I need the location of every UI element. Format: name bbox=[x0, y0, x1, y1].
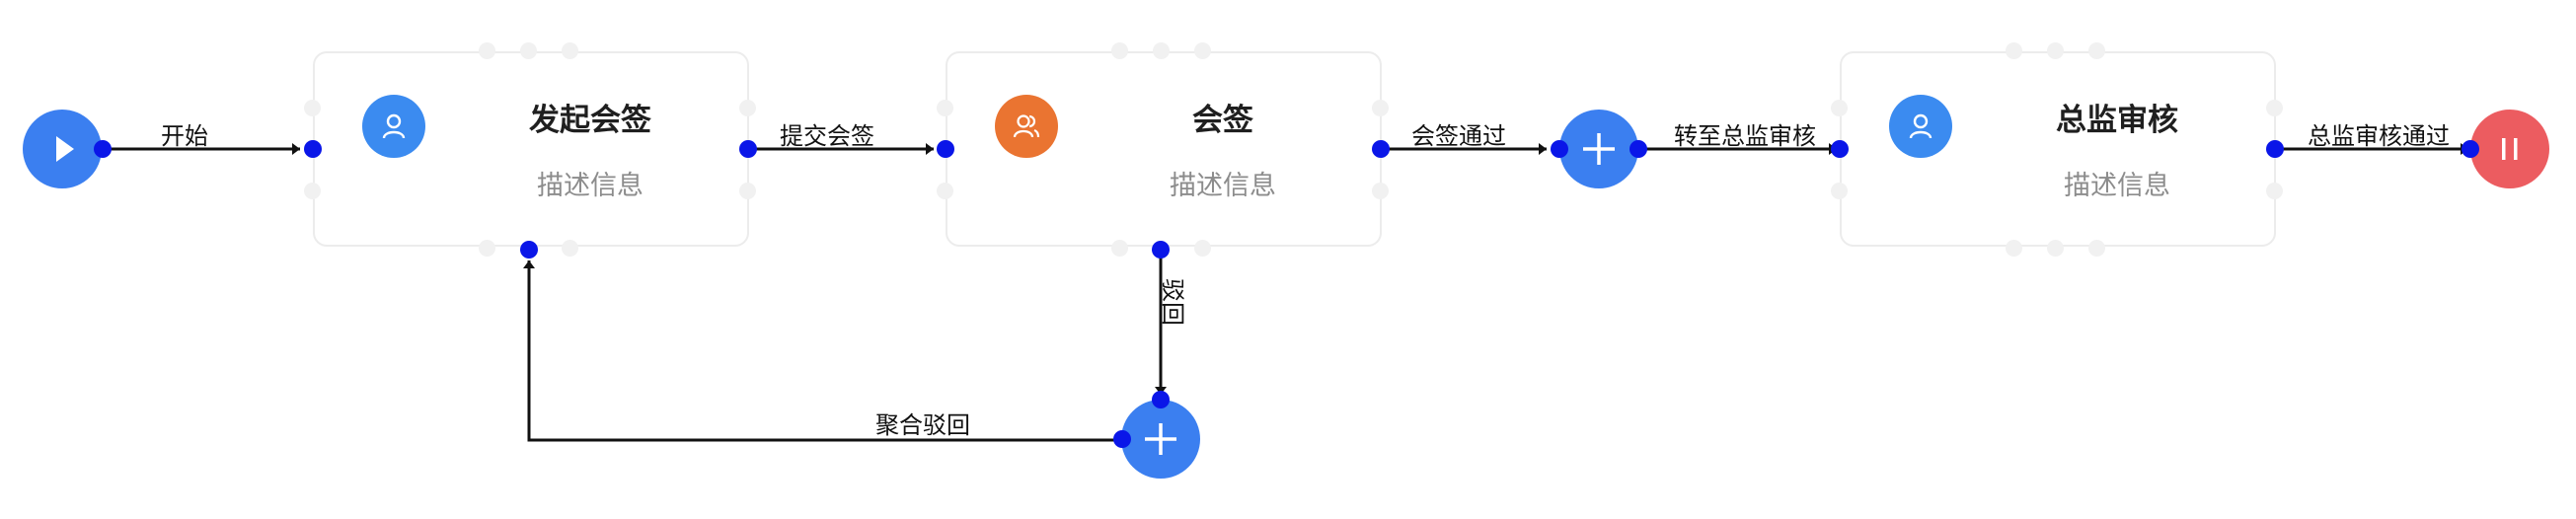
user-icon bbox=[1909, 113, 1932, 139]
port-start-out[interactable] bbox=[94, 140, 112, 158]
anchor-dot[interactable] bbox=[1831, 183, 1848, 199]
port-countersign-bottom[interactable] bbox=[1152, 241, 1170, 259]
port-end-in[interactable] bbox=[2462, 140, 2479, 158]
port-initiate-bottom[interactable] bbox=[520, 241, 538, 259]
edge-reject-to-initiate-line[interactable] bbox=[527, 260, 1122, 442]
edge-countersign-to-gateway[interactable]: 会签通过 bbox=[1381, 122, 1547, 155]
anchor-dot[interactable] bbox=[937, 183, 953, 199]
node-title: 发起会签 bbox=[529, 103, 651, 138]
port-gateway-reject-out[interactable] bbox=[1113, 430, 1131, 448]
anchor-dot[interactable] bbox=[1194, 240, 1211, 257]
node-description: 描述信息 bbox=[537, 171, 644, 201]
arrow-icon bbox=[1539, 143, 1547, 155]
anchor-dot[interactable] bbox=[2006, 240, 2022, 257]
edge-start-to-initiate[interactable]: 开始 bbox=[103, 122, 300, 155]
node-director-avatar bbox=[1889, 95, 1952, 158]
node-countersign-avatar bbox=[995, 95, 1058, 158]
user-icon bbox=[382, 113, 406, 139]
anchor-dot[interactable] bbox=[1153, 42, 1170, 59]
port-gateway-reject-in[interactable] bbox=[1152, 391, 1170, 408]
node-title: 总监审核 bbox=[2056, 103, 2178, 138]
plus-icon bbox=[1145, 423, 1176, 455]
end-node[interactable] bbox=[2470, 110, 2549, 188]
edge-gateway-to-director[interactable]: 转至总监审核 bbox=[1638, 122, 1837, 155]
arrow-icon bbox=[292, 143, 300, 155]
user-group-icon bbox=[1013, 114, 1040, 138]
start-node[interactable] bbox=[23, 110, 102, 188]
anchor-dot[interactable] bbox=[2047, 240, 2064, 257]
anchor-dot[interactable] bbox=[1111, 240, 1128, 257]
edge-initiate-to-countersign[interactable]: 提交会签 bbox=[748, 122, 934, 155]
anchor-dot[interactable] bbox=[2006, 42, 2022, 59]
anchor-dot[interactable] bbox=[1372, 183, 1389, 199]
anchor-dot[interactable] bbox=[562, 42, 578, 59]
port-countersign-out[interactable] bbox=[1372, 140, 1390, 158]
node-description: 描述信息 bbox=[1170, 171, 1276, 201]
arrow-icon bbox=[926, 143, 934, 155]
anchor-dot[interactable] bbox=[2266, 100, 2283, 116]
edge-label-start: 开始 bbox=[161, 122, 208, 150]
anchor-dot[interactable] bbox=[1372, 100, 1389, 116]
pause-icon bbox=[2502, 138, 2506, 160]
edge-label-director-pass: 总监审核通过 bbox=[2308, 122, 2450, 150]
arrow-icon bbox=[523, 260, 535, 268]
plus-icon bbox=[1583, 133, 1615, 165]
anchor-dot[interactable] bbox=[2266, 183, 2283, 199]
anchor-dot[interactable] bbox=[2047, 42, 2064, 59]
anchor-dot[interactable] bbox=[1111, 42, 1128, 59]
anchor-dot[interactable] bbox=[739, 183, 756, 199]
edge-reject-to-initiate[interactable]: 聚合驳回 bbox=[523, 260, 1122, 442]
anchor-dot[interactable] bbox=[520, 42, 537, 59]
anchor-dot[interactable] bbox=[2088, 42, 2105, 59]
node-initiate-avatar bbox=[362, 95, 425, 158]
anchor-dot[interactable] bbox=[937, 100, 953, 116]
port-countersign-in[interactable] bbox=[937, 140, 954, 158]
edge-label-reject: 驳回 bbox=[1159, 278, 1186, 326]
anchor-dot[interactable] bbox=[562, 240, 578, 257]
node-director-review[interactable]: 总监审核 描述信息 bbox=[1840, 51, 2276, 247]
node-countersign[interactable]: 会签 描述信息 bbox=[946, 51, 1382, 247]
anchor-dot[interactable] bbox=[1194, 42, 1211, 59]
edge-label-pass: 会签通过 bbox=[1411, 122, 1506, 150]
port-director-out[interactable] bbox=[2266, 140, 2284, 158]
gateway-reject-node[interactable] bbox=[1121, 400, 1200, 479]
anchor-dot[interactable] bbox=[739, 100, 756, 116]
end-circle[interactable] bbox=[2470, 110, 2549, 188]
port-gateway-pass-out[interactable] bbox=[1629, 140, 1647, 158]
anchor-dot[interactable] bbox=[479, 42, 495, 59]
play-icon bbox=[56, 136, 74, 162]
node-title: 会签 bbox=[1192, 103, 1253, 138]
edge-label-submit: 提交会签 bbox=[780, 122, 874, 150]
node-description: 描述信息 bbox=[2064, 171, 2170, 201]
edge-label-to-director: 转至总监审核 bbox=[1674, 122, 1816, 150]
anchor-dot[interactable] bbox=[2088, 240, 2105, 257]
pause-icon bbox=[2514, 138, 2518, 160]
gateway-pass-node[interactable] bbox=[1559, 110, 1638, 188]
edge-label-merge-reject: 聚合驳回 bbox=[875, 411, 970, 439]
port-initiate-in[interactable] bbox=[304, 140, 322, 158]
port-director-in[interactable] bbox=[1831, 140, 1849, 158]
anchor-dot[interactable] bbox=[1831, 100, 1848, 116]
anchor-dot[interactable] bbox=[304, 183, 321, 199]
anchor-dot[interactable] bbox=[304, 100, 321, 116]
port-gateway-pass-in[interactable] bbox=[1551, 140, 1568, 158]
port-initiate-out[interactable] bbox=[739, 140, 757, 158]
anchor-dot[interactable] bbox=[479, 240, 495, 257]
